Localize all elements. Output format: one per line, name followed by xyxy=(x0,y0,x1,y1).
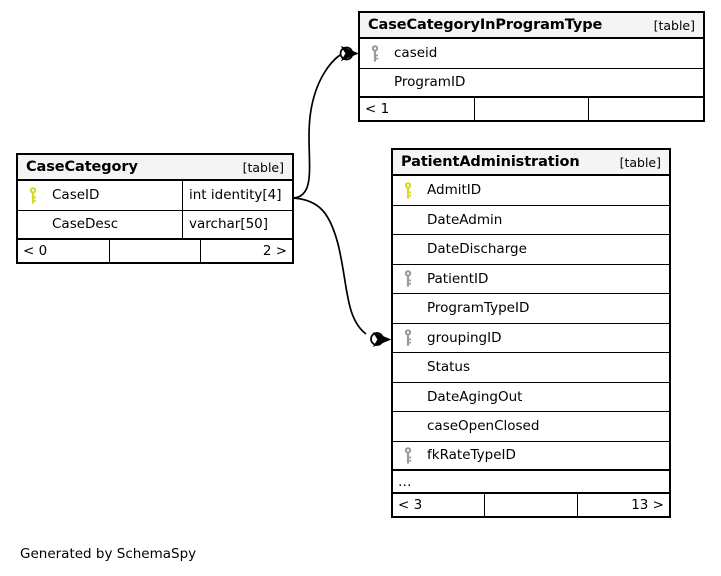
generator-credit: Generated by SchemaSpy xyxy=(20,546,197,562)
more-columns-indicator[interactable]: … xyxy=(393,471,669,494)
table-kind-label: [table] xyxy=(653,17,695,33)
relationship-line-casecategory-to-patientadministration xyxy=(293,197,367,335)
foreign-key-icon xyxy=(397,446,419,464)
column-name: DateAgingOut xyxy=(427,388,523,405)
column-name: DateDischarge xyxy=(427,241,527,258)
table-row[interactable]: CaseID int identity[4] xyxy=(18,181,292,211)
column-name: CaseID xyxy=(52,187,100,204)
column-name: DateAdmin xyxy=(427,211,503,228)
primary-key-icon xyxy=(397,181,419,199)
column-name: AdmitID xyxy=(427,182,482,199)
column-name: fkRateTypeID xyxy=(427,447,516,464)
footer-child-count: 13 > xyxy=(631,497,664,513)
column-cell: fkRateTypeID xyxy=(393,442,669,470)
table-footer: < 0 2 > xyxy=(18,240,292,262)
column-cell: groupingID xyxy=(393,324,669,353)
table-row[interactable]: DateDischarge xyxy=(393,235,669,265)
footer-child-count: 2 > xyxy=(262,243,288,259)
foreign-key-icon xyxy=(364,44,386,62)
column-cell: CaseDesc xyxy=(18,211,182,239)
table-header: CaseCategoryInProgramType [table] xyxy=(360,13,703,39)
column-name: caseid xyxy=(394,45,438,62)
footer-middle xyxy=(484,494,578,516)
table-footer: < 1 xyxy=(360,98,703,120)
relationship-line-casecategory-to-casecategoryinprogramtype xyxy=(293,54,341,199)
column-cell: AdmitID xyxy=(393,176,669,205)
footer-parent-count: < 3 xyxy=(398,497,423,513)
primary-key-icon xyxy=(22,186,44,204)
table-patient-administration[interactable]: PatientAdministration [table] AdmitID xyxy=(391,148,671,518)
column-cell: DateDischarge xyxy=(393,235,669,264)
column-name: Status xyxy=(427,359,471,376)
column-name: PatientID xyxy=(427,270,489,287)
column-name: ProgramTypeID xyxy=(427,300,530,317)
table-row[interactable]: PatientID xyxy=(393,265,669,294)
column-cell: ProgramID xyxy=(360,69,703,97)
table-kind-label: [table] xyxy=(619,154,661,170)
column-name: groupingID xyxy=(427,329,502,346)
table-footer: < 3 13 > xyxy=(393,494,669,516)
table-title: CaseCategoryInProgramType xyxy=(368,17,603,33)
column-type: varchar[50] xyxy=(182,210,292,238)
relationship-zero-marker-bottom xyxy=(370,332,384,346)
column-cell: CaseID xyxy=(18,181,182,210)
table-title: CaseCategory xyxy=(26,159,138,175)
footer-middle xyxy=(108,240,202,262)
column-name: ProgramID xyxy=(394,74,466,91)
table-row[interactable]: caseOpenClosed xyxy=(393,412,669,442)
relationship-crowsfoot-top xyxy=(340,45,359,62)
column-cell: PatientID xyxy=(393,265,669,294)
column-cell: caseOpenClosed xyxy=(393,412,669,441)
column-name: caseOpenClosed xyxy=(427,418,540,435)
footer-middle xyxy=(473,98,590,120)
column-cell: Status xyxy=(393,353,669,382)
table-row[interactable]: fkRateTypeID xyxy=(393,442,669,471)
table-case-category[interactable]: CaseCategory [table] CaseID int identity… xyxy=(16,153,294,264)
column-cell: caseid xyxy=(360,39,703,68)
table-row[interactable]: caseid xyxy=(360,39,703,69)
table-row[interactable]: Status xyxy=(393,353,669,383)
column-type: int identity[4] xyxy=(182,181,292,210)
footer-child-count xyxy=(589,98,703,120)
table-row[interactable]: groupingID xyxy=(393,324,669,353)
table-row[interactable]: DateAdmin xyxy=(393,206,669,235)
table-kind-label: [table] xyxy=(242,159,284,175)
table-row[interactable]: AdmitID xyxy=(393,176,669,206)
table-row[interactable]: ProgramID xyxy=(360,69,703,98)
relationship-zero-marker-top xyxy=(339,46,354,61)
table-row[interactable]: CaseDesc varchar[50] xyxy=(18,210,292,240)
column-cell: ProgramTypeID xyxy=(393,294,669,323)
table-header: PatientAdministration [table] xyxy=(393,150,669,176)
foreign-key-icon xyxy=(397,270,419,287)
column-cell: DateAdmin xyxy=(393,206,669,235)
footer-parent-count: < 0 xyxy=(23,243,48,259)
table-row[interactable]: ProgramTypeID xyxy=(393,294,669,324)
foreign-key-icon xyxy=(397,329,419,346)
table-case-category-in-program-type[interactable]: CaseCategoryInProgramType [table] caseid xyxy=(358,11,705,122)
relationship-crowsfoot-bottom xyxy=(372,331,392,348)
footer-parent-count: < 1 xyxy=(365,101,390,117)
table-header: CaseCategory [table] xyxy=(18,155,292,181)
column-cell: DateAgingOut xyxy=(393,383,669,412)
column-name: CaseDesc xyxy=(52,216,119,233)
table-row[interactable]: DateAgingOut xyxy=(393,383,669,412)
table-title: PatientAdministration xyxy=(401,154,580,170)
